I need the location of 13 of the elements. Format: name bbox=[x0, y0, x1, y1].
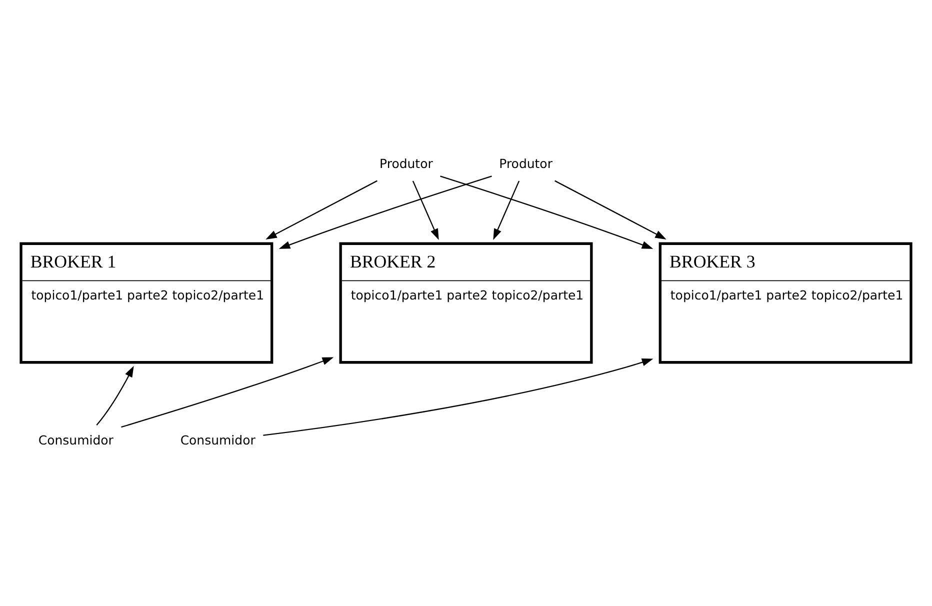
arrow bbox=[412, 180, 439, 240]
arrow bbox=[278, 176, 492, 249]
arrow bbox=[266, 180, 378, 240]
node-text: Produtor bbox=[380, 156, 433, 171]
node-text: Consumidor bbox=[180, 432, 256, 448]
node-text: Produtor bbox=[499, 156, 552, 171]
arrow bbox=[121, 357, 334, 428]
arrow bbox=[493, 180, 520, 240]
arrow bbox=[440, 176, 654, 249]
node-text: Consumidor bbox=[38, 432, 114, 448]
arrow bbox=[96, 366, 134, 426]
arrow bbox=[263, 358, 654, 436]
arrow bbox=[554, 180, 666, 240]
